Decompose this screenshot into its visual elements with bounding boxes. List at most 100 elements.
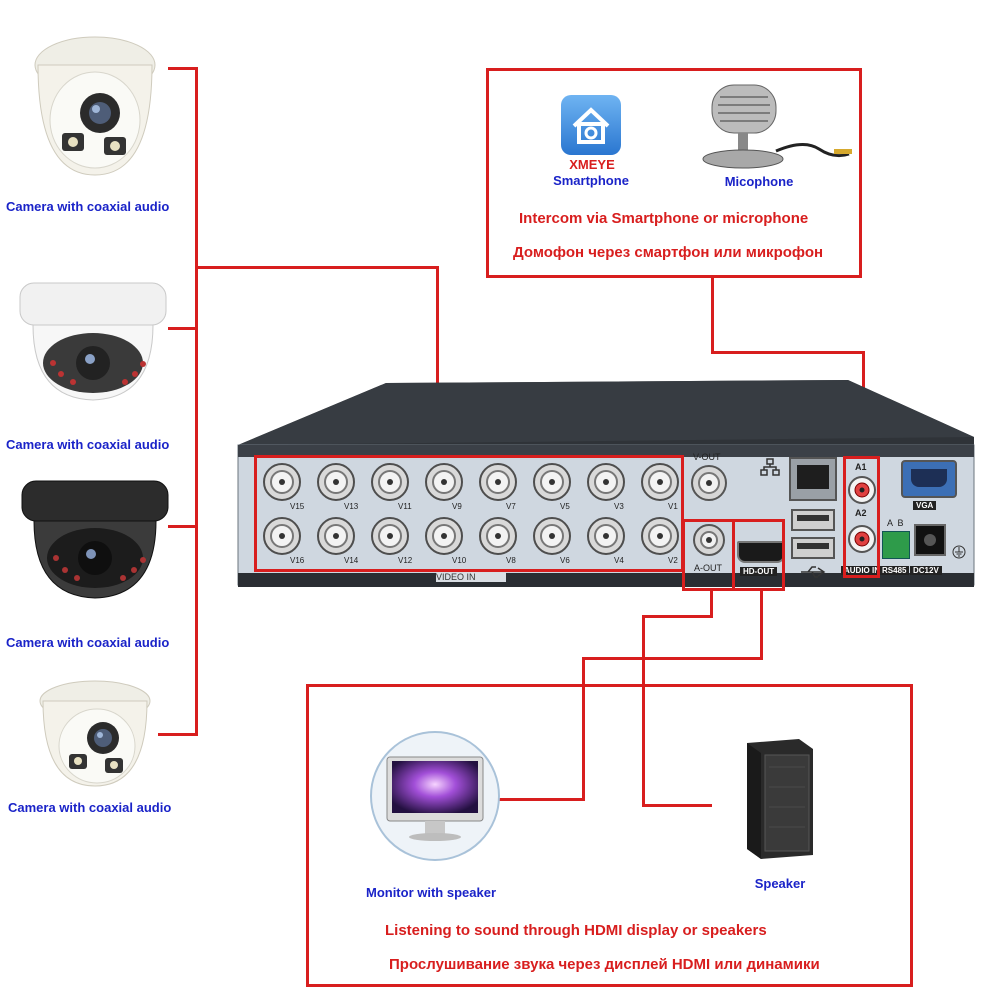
rs485-terminal[interactable] [882, 531, 910, 559]
camera-label: Camera with coaxial audio [6, 199, 170, 214]
dvr-device-image [237, 380, 975, 587]
v-out-label: V-OUT [693, 452, 721, 462]
bnc-channel-label: V7 [506, 502, 516, 511]
bnc-connector[interactable] [478, 462, 518, 507]
bnc-connector[interactable] [586, 516, 626, 561]
bnc-connector[interactable] [262, 462, 302, 507]
usb-icon [801, 566, 826, 578]
turret-camera-image [34, 36, 156, 176]
hdmi-to-monitor-wire [582, 657, 585, 801]
network-icon [760, 458, 780, 476]
bnc-channel-label: V8 [506, 556, 516, 565]
speaker-image [747, 739, 813, 859]
intercom-caption-ru: Домофон через смартфон или микрофон [513, 244, 824, 261]
hd-out-label: HD-OUT [740, 567, 778, 576]
camera-label: Camera with coaxial audio [8, 800, 172, 815]
video-in-label: VIDEO IN [436, 572, 476, 582]
bnc-connector[interactable] [640, 516, 680, 561]
a1-label: A1 [855, 462, 867, 472]
aout-to-speaker-wire [642, 615, 645, 807]
microphone-image [702, 84, 852, 169]
cam3-wire [168, 525, 198, 528]
audio-in-a2-rca[interactable] [847, 524, 877, 554]
bnc-connector[interactable] [424, 516, 464, 561]
output-caption-ru: Прослушивание звука через дисплей HDMI и… [389, 956, 820, 973]
dome-camera-black-image [21, 480, 169, 599]
cam1-wire [168, 67, 198, 70]
cam2-wire [168, 327, 198, 330]
aout-across-wire [642, 615, 713, 618]
bnc-connector[interactable] [586, 462, 626, 507]
hdmi-down-wire [760, 590, 763, 660]
a-out-label: A-OUT [694, 563, 722, 573]
ethernet-port[interactable] [789, 457, 837, 501]
hd-out-highlight [732, 519, 785, 591]
bnc-connector[interactable] [640, 462, 680, 507]
camera-bus-wire [195, 67, 198, 736]
bnc-connector[interactable] [316, 516, 356, 561]
bnc-channel-label: V16 [290, 556, 305, 565]
usb-port-1[interactable] [791, 509, 835, 531]
bnc-channel-label: V10 [452, 556, 467, 565]
intercom-caption-en: Intercom via Smartphone or microphone [519, 210, 809, 227]
intercom-across-wire [711, 351, 865, 354]
bnc-channel-label: V11 [398, 502, 412, 511]
xmeye-app-icon [561, 95, 621, 155]
rs485-ab-label: A B [887, 518, 904, 528]
bnc-connector[interactable] [262, 516, 302, 561]
camera-label: Camera with coaxial audio [6, 635, 170, 650]
bnc-connector[interactable] [532, 462, 572, 507]
monitor-label: Monitor with speaker [365, 885, 497, 900]
bnc-channel-label: V1 [668, 502, 678, 511]
speaker-wire [642, 804, 712, 807]
monitor-image [370, 731, 500, 861]
bnc-connector[interactable] [478, 516, 518, 561]
bnc-channel-label: V2 [668, 556, 678, 565]
dc12v-label: DC12V [910, 566, 942, 575]
video-in-highlight [254, 455, 684, 572]
hdmi-across-wire [582, 657, 763, 660]
audio-in-label: AUDIO IN [841, 566, 883, 575]
intercom-down-wire [711, 276, 714, 354]
bnc-connector[interactable] [424, 462, 464, 507]
bus-to-video-in-wire [436, 266, 439, 456]
bnc-connector[interactable] [316, 462, 356, 507]
output-caption-en: Listening to sound through HDMI display … [385, 922, 767, 939]
bus-to-dvr-wire [195, 266, 439, 269]
speaker-label: Speaker [754, 876, 806, 891]
bnc-connector[interactable] [532, 516, 572, 561]
turret-camera-image [39, 680, 151, 787]
bnc-channel-label: V14 [344, 556, 359, 565]
cam4-wire [158, 733, 198, 736]
microphone-label: Micophone [724, 174, 794, 189]
bnc-channel-label: V3 [614, 502, 624, 511]
monitor-wire [494, 798, 585, 801]
bnc-channel-label: V5 [560, 502, 570, 511]
a2-label: A2 [855, 508, 867, 518]
intercom-box: XMEYE Smartphone Micophone Intercom via … [486, 68, 862, 278]
rs485-label: RS485 [879, 566, 910, 575]
aout-down-wire [710, 590, 713, 618]
bnc-channel-label: V15 [290, 502, 305, 511]
usb-port-2[interactable] [791, 537, 835, 559]
vga-port[interactable] [901, 460, 957, 498]
bnc-channel-label: V13 [344, 502, 359, 511]
output-box: Monitor with speaker Speaker Listening t… [306, 684, 913, 987]
audio-in-a1-rca[interactable] [847, 475, 877, 505]
bnc-channel-label: V12 [398, 556, 413, 565]
bnc-channel-label: V9 [452, 502, 462, 511]
ground-icon [952, 545, 966, 559]
v-out-bnc[interactable] [690, 464, 728, 502]
dome-camera-image [19, 282, 167, 401]
bnc-channel-label: V4 [614, 556, 624, 565]
bnc-connector[interactable] [370, 462, 410, 507]
smartphone-label: Smartphone [553, 173, 629, 188]
bnc-connector[interactable] [370, 516, 410, 561]
a-out-rca[interactable] [692, 523, 726, 557]
audio-in-highlight [843, 456, 880, 578]
vga-label: VGA [913, 501, 937, 510]
camera-label: Camera with coaxial audio [6, 437, 170, 452]
bnc-channel-label: V6 [560, 556, 570, 565]
dc12v-jack[interactable] [914, 524, 946, 556]
